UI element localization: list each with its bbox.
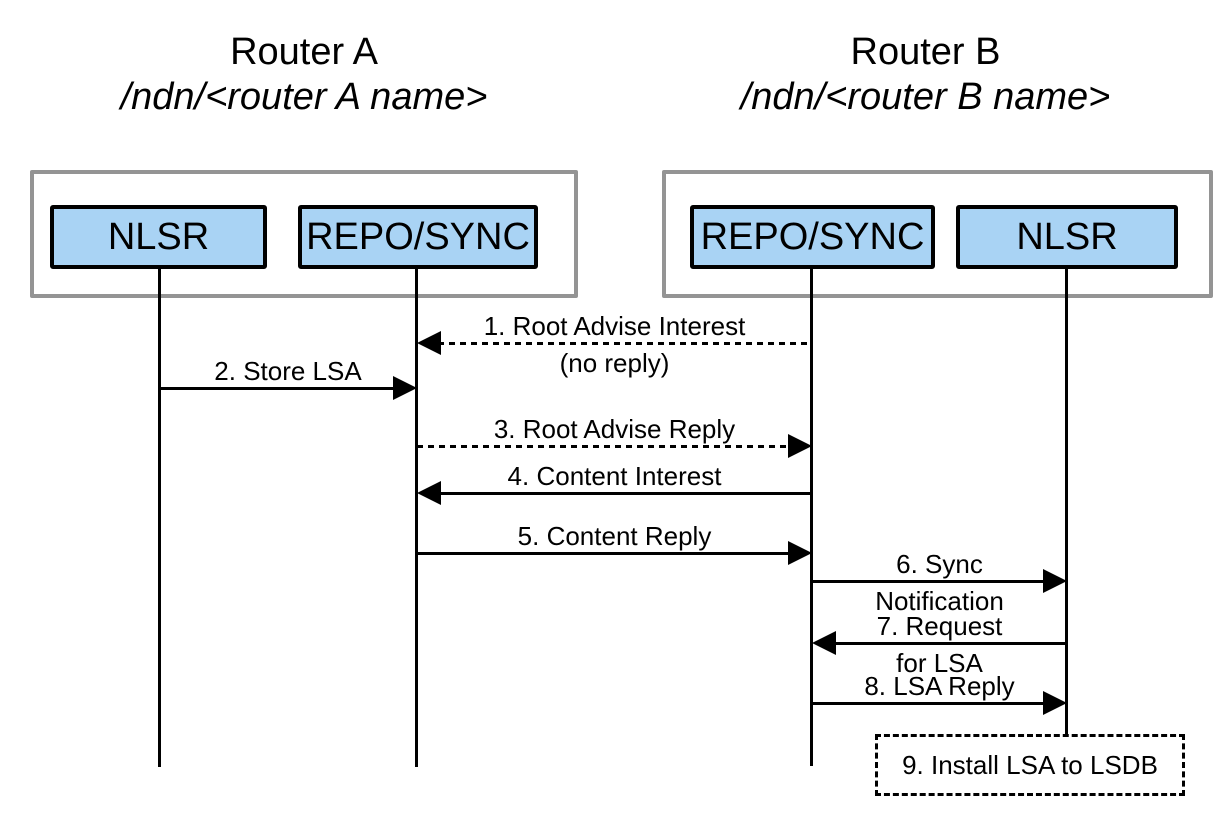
message-5-label: 5. Content Reply (517, 521, 712, 551)
message-6-arrowhead-icon (1043, 569, 1067, 593)
router-b-header: Router B /ndn/<router B name> (650, 30, 1201, 120)
message-5-arrowhead-icon (788, 541, 812, 565)
message-6-sublabel: Notification (875, 586, 1004, 616)
message-3-line (417, 444, 791, 448)
message-4-arrowhead-icon (417, 481, 441, 505)
message-6-line (812, 579, 1046, 583)
message-8-arrowhead-icon (1043, 691, 1067, 715)
message-7-sublabel: for LSA (896, 648, 983, 678)
router-b-boundary-box (662, 170, 1213, 298)
message-1-sublabel: (no reply) (559, 348, 670, 378)
component-box-router-b-repo-sync: REPO/SYNC (690, 205, 935, 269)
message-1-line (438, 341, 812, 345)
message-7-label: 7. Request (876, 611, 1003, 641)
router-a-boundary-box (30, 170, 578, 298)
message-2-arrowhead-icon (393, 376, 417, 400)
router-b-title: Router B (850, 31, 1001, 73)
message-3-arrowhead-icon (788, 434, 812, 458)
router-a-title: Router A (230, 31, 378, 73)
message-6-label: 6. Sync (896, 549, 983, 579)
lifeline-router-b-nlsr (1065, 268, 1068, 735)
note-label: 9. Install LSA to LSDB (902, 749, 1158, 780)
router-a-header: Router A /ndn/<router A name> (30, 30, 578, 120)
lifeline-router-a-nlsr (158, 268, 161, 767)
message-1-label: 1. Root Advise Interest (483, 311, 746, 341)
message-8-label: 8. LSA Reply (864, 671, 1015, 701)
message-5-line (417, 551, 791, 555)
note-install-lsa-to-lsdb: 9. Install LSA to LSDB (875, 734, 1185, 796)
lifeline-router-a-repo-sync (415, 268, 418, 767)
router-a-prefix: /ndn/<router A name> (120, 76, 488, 118)
component-box-router-b-nlsr: NLSR (956, 205, 1178, 269)
message-7-line (833, 641, 1067, 645)
message-4-label: 4. Content Interest (507, 461, 722, 491)
message-1-arrowhead-icon (417, 331, 441, 355)
lifeline-router-b-repo-sync (810, 268, 813, 766)
message-8-line (812, 701, 1046, 705)
message-3-label: 3. Root Advise Reply (493, 414, 736, 444)
component-box-router-a-repo-sync: REPO/SYNC (298, 205, 538, 269)
message-2-label: 2. Store LSA (214, 356, 362, 386)
component-box-router-a-nlsr: NLSR (50, 205, 267, 269)
message-2-line (159, 386, 396, 390)
message-4-line (438, 491, 812, 495)
router-b-prefix: /ndn/<router B name> (740, 76, 1111, 118)
message-7-arrowhead-icon (812, 631, 836, 655)
